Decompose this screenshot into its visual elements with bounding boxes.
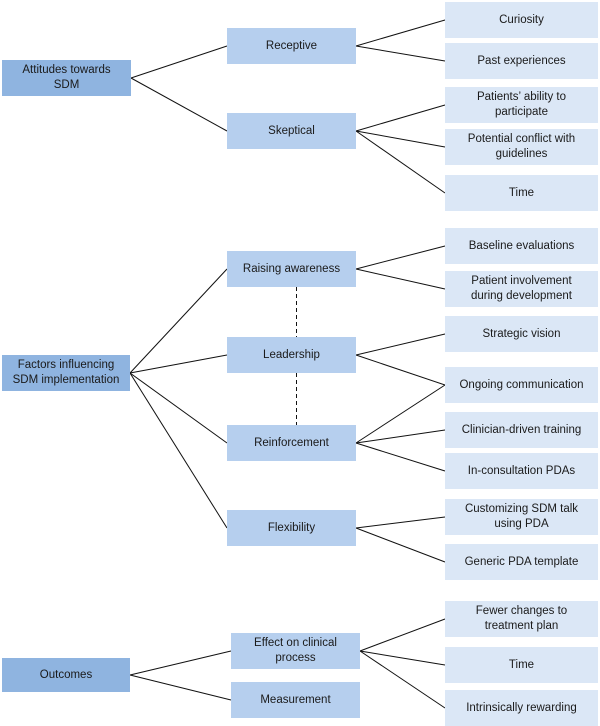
connector-r1-m2: [130, 77, 228, 132]
connector-r2-m3: [129, 268, 228, 374]
leaf-curiosity: Curiosity: [445, 2, 598, 38]
root-factors-influencing-sdm: Factors influencing SDM implementation: [2, 355, 130, 391]
leaf-ongoing-communication: Ongoing communication: [445, 367, 598, 403]
connector-m2-l3: [355, 104, 446, 132]
leaf-clinician-driven-training: Clinician-driven training: [445, 412, 598, 448]
connector-m7-l14: [359, 618, 446, 652]
connector-m2-l5: [355, 130, 446, 194]
leaf-potential-conflict: Potential conflict with guidelines: [445, 129, 598, 165]
connector-m4-l8: [355, 333, 446, 356]
leaf-patients-ability: Patients’ ability to participate: [445, 87, 598, 123]
connector-r1-m1: [130, 45, 228, 79]
leaf-time-attitudes: Time: [445, 175, 598, 211]
connector-m4-l9: [355, 354, 446, 386]
node-measurement: Measurement: [231, 682, 360, 718]
node-raising-awareness: Raising awareness: [227, 251, 356, 287]
leaf-baseline-evaluations: Baseline evaluations: [445, 228, 598, 264]
connector-m2-l4: [355, 130, 446, 148]
leaf-customizing-sdm-talk: Customizing SDM talk using PDA: [445, 499, 598, 535]
connector-m6-l13: [355, 527, 446, 563]
leaf-past-experiences: Past experiences: [445, 43, 598, 79]
connector-r3-m7: [129, 650, 232, 676]
leaf-intrinsically-rewarding: Intrinsically rewarding: [445, 690, 598, 726]
node-effect-on-clinical-process: Effect on clinical process: [231, 633, 360, 669]
node-skeptical: Skeptical: [227, 113, 356, 149]
connector-m7-l16: [359, 650, 446, 709]
connector-m3-l7: [355, 268, 446, 290]
node-receptive: Receptive: [227, 28, 356, 64]
connector-r2-m5: [129, 372, 228, 444]
node-leadership: Leadership: [227, 337, 356, 373]
leaf-in-consultation-pdas: In-consultation PDAs: [445, 453, 598, 489]
connector-m5-l9: [355, 384, 446, 444]
connector-m3-l6: [355, 245, 446, 270]
leaf-patient-involvement: Patient involvement during development: [445, 271, 598, 307]
connector-r2-m6: [129, 372, 228, 529]
connector-m1-l1: [355, 19, 446, 47]
leaf-fewer-changes: Fewer changes to treatment plan: [445, 601, 598, 637]
connector-m6-l12: [355, 516, 446, 529]
connector-r2-m4: [129, 354, 228, 374]
connector-m5-l10: [355, 429, 446, 444]
leaf-time-outcomes: Time: [445, 647, 598, 683]
root-attitudes-towards-sdm: Attitudes towards SDM: [2, 60, 131, 96]
root-outcomes: Outcomes: [2, 658, 130, 692]
connector-r3-m8: [129, 674, 232, 701]
leaf-generic-pda-template: Generic PDA template: [445, 544, 598, 580]
connector-m7-l15: [359, 650, 446, 666]
connector-m1-l2: [355, 45, 446, 62]
node-reinforcement: Reinforcement: [227, 425, 356, 461]
node-flexibility: Flexibility: [227, 510, 356, 546]
connector-m5-l11: [355, 442, 446, 472]
leaf-strategic-vision: Strategic vision: [445, 316, 598, 352]
